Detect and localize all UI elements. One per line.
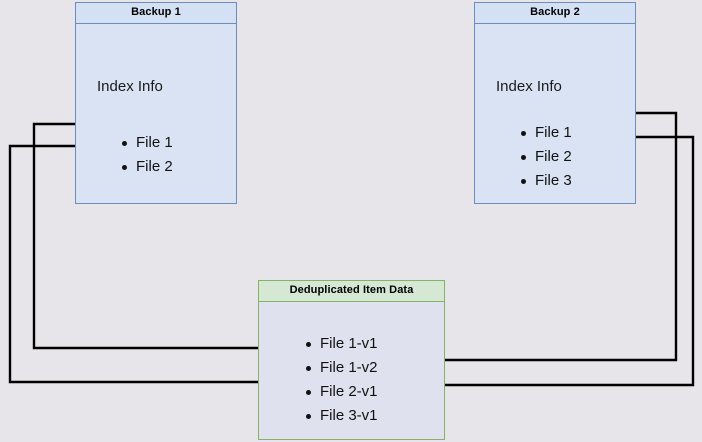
list-item: File 2 bbox=[119, 155, 173, 179]
index-info-label-2: Index Info bbox=[496, 78, 562, 95]
list-item: File 1-v1 bbox=[303, 332, 378, 356]
node-backup-1-body: Index Info File 1 File 2 bbox=[76, 24, 236, 203]
file-list-backup-1: File 1 File 2 bbox=[119, 131, 173, 179]
node-backup-2-body: Index Info File 1 File 2 File 3 bbox=[475, 24, 635, 203]
node-backup-2-header: Backup 2 bbox=[475, 3, 635, 24]
file-list-dedup: File 1-v1 File 1-v2 File 2-v1 File 3-v1 bbox=[303, 332, 378, 428]
index-info-label-1: Index Info bbox=[97, 78, 163, 95]
file-list-backup-2: File 1 File 2 File 3 bbox=[518, 121, 572, 193]
node-backup-1[interactable]: Backup 1 Index Info File 1 File 2 bbox=[75, 2, 237, 204]
node-dedup-header: Deduplicated Item Data bbox=[259, 281, 444, 302]
node-dedup-body: File 1-v1 File 1-v2 File 2-v1 File 3-v1 bbox=[259, 302, 444, 439]
list-item: File 2 bbox=[518, 145, 572, 169]
node-backup-1-header: Backup 1 bbox=[76, 3, 236, 24]
node-backup-2[interactable]: Backup 2 Index Info File 1 File 2 File 3 bbox=[474, 2, 636, 204]
list-item: File 1-v2 bbox=[303, 356, 378, 380]
list-item: File 2-v1 bbox=[303, 380, 378, 404]
list-item: File 1 bbox=[518, 121, 572, 145]
list-item: File 3 bbox=[518, 169, 572, 193]
node-deduplicated-item-data[interactable]: Deduplicated Item Data File 1-v1 File 1-… bbox=[258, 280, 445, 440]
list-item: File 3-v1 bbox=[303, 404, 378, 428]
list-item: File 1 bbox=[119, 131, 173, 155]
